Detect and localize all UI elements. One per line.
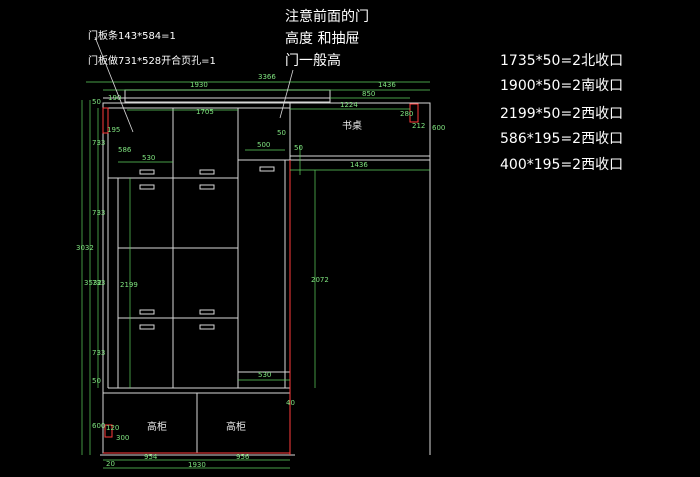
- dim-954: 954: [144, 453, 158, 461]
- dim-212: 212: [412, 122, 425, 130]
- red-block-1: [102, 107, 109, 134]
- dim-1705: 1705: [196, 108, 214, 116]
- trim-list-item-2: 1900*50=2南收口: [500, 78, 624, 94]
- dim-280: 280: [400, 110, 413, 118]
- dim-530b: 530: [258, 371, 271, 379]
- dim-1436: 1436: [378, 81, 396, 89]
- dim-1436b: 1436: [350, 161, 368, 169]
- desk-label: 书桌: [342, 119, 362, 132]
- dim-733c: 733: [92, 279, 105, 287]
- handle: [139, 309, 155, 315]
- dim-300: 300: [116, 434, 129, 442]
- note-top-left-1: 门板条143*584=1: [88, 31, 176, 42]
- dim-1930: 1930: [190, 81, 208, 89]
- handle: [139, 324, 155, 330]
- handle: [139, 169, 155, 175]
- dim-600b: 600: [432, 124, 445, 132]
- note-top-left-2: 门板做731*528开合页孔=1: [88, 56, 216, 67]
- top-canopy: [124, 89, 331, 103]
- dim-1930-bottom: 1930: [188, 461, 206, 469]
- dim-2199: 2199: [120, 281, 138, 289]
- dim-3032: 3032: [76, 244, 94, 252]
- red-block-3: [104, 424, 113, 438]
- dim-733b: 733: [92, 209, 105, 217]
- trim-list-item-1: 1735*50=2北收口: [500, 53, 624, 69]
- dim-500: 500: [257, 141, 270, 149]
- dim-50b: 50: [294, 144, 303, 152]
- note-top-center-1: 注意前面的门: [285, 9, 369, 25]
- dim-1224: 1224: [340, 101, 358, 109]
- red-block-2: [409, 103, 419, 123]
- dim-3532: 3532: [84, 279, 102, 287]
- note-top-center-3: 门一般高: [285, 53, 341, 69]
- note-top-center-2: 高度 和抽屉: [285, 31, 360, 47]
- dim-50c: 50: [92, 98, 101, 106]
- handle: [199, 169, 215, 175]
- trim-list-item-5: 400*195=2西收口: [500, 157, 624, 173]
- dim-190: 190: [108, 94, 121, 102]
- dim-586: 586: [118, 146, 132, 154]
- dimension-lines: [81, 81, 430, 469]
- dim-733a: 733: [92, 139, 105, 147]
- dim-733d: 733: [92, 349, 105, 357]
- dim-195: 195: [107, 126, 120, 134]
- handle: [259, 166, 275, 172]
- handle: [199, 184, 215, 190]
- dim-956: 956: [236, 453, 250, 461]
- dim-2072: 2072: [311, 276, 329, 284]
- handle: [139, 184, 155, 190]
- leader-lines: [94, 36, 294, 133]
- dim-50d: 50: [92, 377, 101, 385]
- dim-20: 20: [106, 460, 115, 468]
- dim-3366: 3366: [258, 73, 276, 81]
- red-markers: [102, 103, 419, 455]
- dim-50a: 50: [277, 129, 286, 137]
- trim-list-item-3: 2199*50=2西收口: [500, 106, 624, 122]
- dimension-labels: 3366 1930 1436 850 190 1705 1224 280 212…: [76, 73, 445, 469]
- dim-530a: 530: [142, 154, 155, 162]
- dim-40: 40: [286, 399, 295, 407]
- trim-list-item-4: 586*195=2西收口: [500, 131, 624, 147]
- tall-cabinet-label-2: 高柜: [226, 420, 246, 433]
- drawer-handles: [139, 166, 275, 330]
- dim-120: 120: [106, 424, 119, 432]
- dim-600: 600: [92, 422, 105, 430]
- tall-cabinet-label-1: 高柜: [147, 420, 167, 433]
- dim-850: 850: [362, 90, 375, 98]
- handle: [199, 309, 215, 315]
- handle: [199, 324, 215, 330]
